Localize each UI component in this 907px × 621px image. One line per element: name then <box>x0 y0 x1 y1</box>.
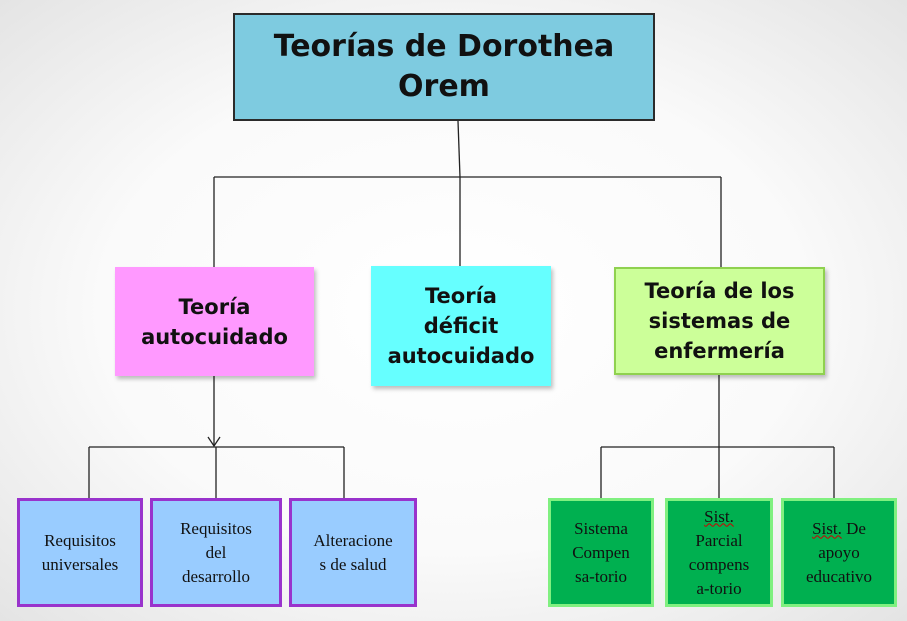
requisitos-universales-label: Requisitos universales <box>41 530 119 574</box>
theory-sistemas-label: Teoría de los sistemas de enfermería <box>644 279 795 363</box>
sistema-parcial-label: Sist. Parcial compens a-torio <box>689 505 749 601</box>
requisitos-desarrollo-node: Requisitos del desarrollo <box>150 498 282 607</box>
sistema-apoyo-node: Sist. De apoyo educativo <box>781 498 897 607</box>
title-text: Teorías de Dorothea Orem <box>273 29 615 104</box>
sistema-apoyo-label: Sist. De apoyo educativo <box>806 517 872 589</box>
sistema-parcial-abbr: Sist. <box>704 506 734 526</box>
alteraciones-salud-node: Alteracione s de salud <box>289 498 417 607</box>
sistema-parcial-rest: Parcial compens a-torio <box>688 530 750 598</box>
title-node: Teorías de Dorothea Orem <box>233 13 655 121</box>
sistema-parcial-node: Sist. Parcial compens a-torio <box>665 498 773 607</box>
title-stem <box>457 120 461 178</box>
sistema-apoyo-rest: De apoyo educativo <box>805 518 873 586</box>
sistema-compensatorio-node: Sistema Compen sa-torio <box>548 498 654 607</box>
alteraciones-salud-label: Alteracione s de salud <box>313 530 393 574</box>
sistema-apoyo-abbr: Sist. <box>812 518 842 538</box>
theory-sistemas-node: Teoría de los sistemas de enfermería <box>614 267 825 375</box>
requisitos-desarrollo-label: Requisitos del desarrollo <box>180 518 252 586</box>
theory-deficit-node: Teoría déficit autocuidado <box>371 266 551 386</box>
theory-deficit-label: Teoría déficit autocuidado <box>387 284 535 368</box>
requisitos-universales-node: Requisitos universales <box>17 498 143 607</box>
sistema-compensatorio-label: Sistema Compen sa-torio <box>572 518 630 586</box>
theory-autocuidado-node: Teoría autocuidado <box>115 267 314 376</box>
theory-autocuidado-label: Teoría autocuidado <box>141 294 288 349</box>
autocuidado-arrowhead <box>207 436 221 448</box>
